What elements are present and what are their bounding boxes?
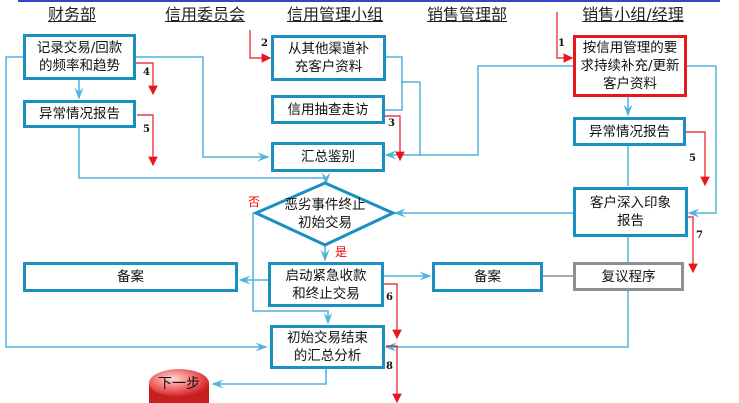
record-trade-box: 记录交易/回款的频率和趋势 (23, 34, 136, 80)
supplement-info-box: 从其他渠道补充客户资料 (271, 35, 386, 81)
spot-check-box: 信用抽查走访 (271, 95, 385, 124)
step-number: 6 (386, 292, 393, 303)
header-finance: 财务部 (47, 5, 97, 24)
final-analysis-box: 初始交易结束的汇总分析 (270, 325, 385, 369)
step-number: 5 (143, 124, 150, 135)
connector (252, 213, 333, 325)
next-step-button[interactable]: 下一步 (158, 376, 200, 392)
step-number: 8 (386, 361, 393, 372)
step-number: 1 (558, 38, 565, 49)
red-arrow-2 (249, 30, 272, 63)
red-arrow-3 (384, 115, 405, 162)
impression-report-box: 客户深入印象报告 (573, 187, 688, 237)
file-left-box: 备案 (23, 262, 238, 292)
next-step-cylinder-icon (149, 369, 209, 403)
file-right-box: 备案 (432, 262, 543, 292)
connector (420, 65, 573, 156)
step-number: 7 (696, 230, 703, 241)
connector (211, 368, 327, 389)
step-number: 3 (388, 118, 395, 129)
red-arrow-6 (383, 283, 402, 340)
no-label: 否 (248, 195, 261, 209)
summary-box: 汇总鉴别 (271, 142, 385, 172)
review-procedure-box: 复议程序 (573, 262, 684, 291)
header-credit-team: 信用管理小组 (286, 5, 384, 24)
connector (686, 65, 717, 218)
connector (78, 127, 331, 185)
step-number: 5 (689, 153, 696, 164)
yes-label: 是 (335, 245, 348, 259)
connector (384, 56, 403, 111)
step-number: 2 (261, 38, 268, 49)
decision-diamond (252, 181, 397, 247)
red-arrow-4 (135, 62, 158, 96)
header-sales-management: 销售管理部 (426, 5, 508, 24)
emergency-collection-box: 启动紧急收款和终止交易 (268, 262, 384, 307)
continuous-update-box: 按信用管理的要求持续补充/更新客户资料 (573, 35, 687, 97)
abnormal-report-right-box: 异常情况报告 (573, 117, 686, 146)
red-arrow-7 (687, 216, 698, 274)
header-sales-team: 销售小组/经理 (582, 5, 684, 24)
red-arrow-8 (386, 345, 402, 403)
red-arrow-5-right (686, 131, 710, 187)
decision-text: 恶劣事件终止初始交易 (284, 197, 366, 231)
header-credit-committee: 信用委员会 (164, 5, 246, 24)
red-arrow-5-left (137, 114, 158, 167)
connector (135, 56, 270, 162)
step-number: 4 (143, 67, 150, 78)
connector (5, 56, 268, 352)
red-arrow-1 (556, 12, 574, 63)
abnormal-report-left-box: 异常情况报告 (23, 100, 136, 128)
